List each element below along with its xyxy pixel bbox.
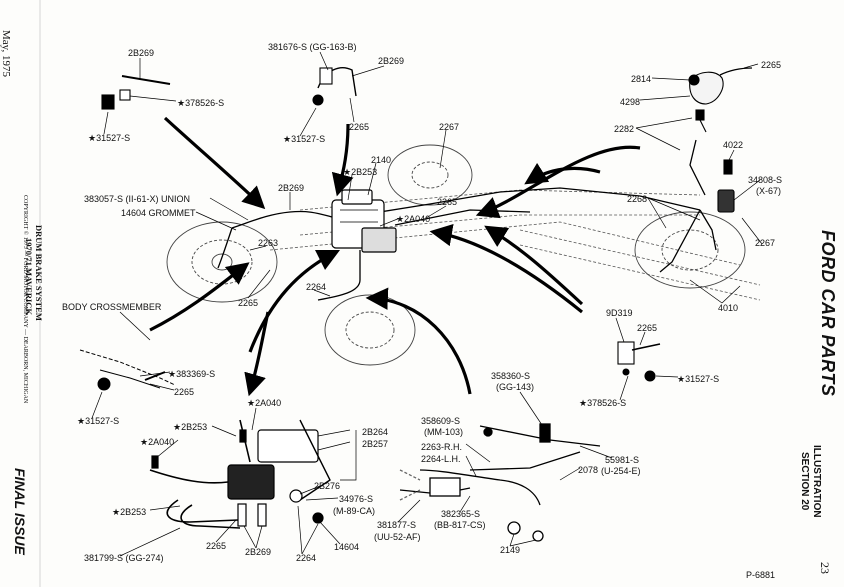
callout-c18: 2B269 (278, 183, 305, 193)
frame-bracket-right (617, 341, 661, 382)
callout-c17: (X-67) (756, 186, 782, 196)
direction-arrows (149, 116, 641, 397)
callout-c42: ★2B253 (173, 422, 208, 432)
callout-c23: ★2A040 (396, 214, 431, 224)
callout-c33: (GG-143) (496, 382, 535, 392)
callout-c25: 2267 (755, 238, 776, 248)
master-cylinder-assembly (331, 189, 397, 253)
callout-c41: ★31527-S (77, 416, 120, 426)
callout-c16: 34808-S (748, 175, 783, 185)
brand-heading: FORD CAR PARTS (818, 230, 838, 397)
catalog-title-line1: DRUM BRAKE SYSTEM (34, 225, 44, 321)
body-crossmember (79, 349, 176, 391)
callout-c57: 382365-S (441, 509, 481, 519)
callout-c56: (UU-52-AF) (374, 532, 421, 542)
callout-c31: 2265 (637, 323, 658, 333)
callout-c36: ★31527-S (677, 374, 720, 384)
illustration-label: ILLUSTRATION (811, 445, 822, 518)
callout-c37: ★378526-S (579, 398, 627, 408)
callout-c28: 4010 (718, 303, 739, 313)
callout-c64: 381799-S (GG-274) (84, 553, 164, 563)
callout-c22: 2265 (437, 197, 458, 207)
callout-c19: 383057-S (II-61-X) UNION (84, 194, 191, 204)
callout-c4: ★378526-S (177, 98, 225, 108)
rear-wheel-cylinder-detail (688, 71, 735, 213)
leader-lines (91, 51, 763, 557)
callout-c43: 2B264 (362, 427, 389, 437)
callout-c21: 2268 (627, 194, 648, 204)
callout-c12: 4022 (723, 140, 744, 150)
callout-c15: 2140 (371, 155, 392, 165)
callout-c35: 2265 (174, 387, 195, 397)
callout-c50: 2078 (578, 465, 599, 475)
callout-c45: ★2A040 (140, 437, 175, 447)
callout-c44: 2263-R.H. (421, 442, 463, 452)
callout-c60: 2B269 (245, 547, 272, 557)
callout-c2: 381676-S (GG-163-B) (268, 42, 357, 52)
callout-c26: 2264 (306, 282, 327, 292)
callout-c27: 2265 (238, 298, 259, 308)
callout-c7: 2265 (349, 122, 370, 132)
figure-number: P-6881 (746, 570, 776, 580)
callout-c20: 14604 GROMMET (121, 208, 196, 218)
page-number: 23 (818, 562, 832, 574)
callout-c62: 14604 (334, 542, 360, 552)
callout-c8: 2814 (631, 74, 652, 84)
callout-c14: ★2B253 (343, 167, 378, 177)
callout-c32: 358360-S (491, 371, 531, 381)
callout-c54: ★2B253 (112, 507, 147, 517)
callout-c10: 4298 (620, 97, 641, 107)
callout-c24: 2263 (258, 238, 279, 248)
callout-c3: 2B269 (378, 56, 405, 66)
section-label: SECTION 20 (799, 452, 810, 511)
callout-c5: ★31527-S (88, 133, 131, 143)
final-issue-stamp: FINAL ISSUE (12, 468, 28, 555)
callout-c1: 2B269 (128, 48, 155, 58)
front-left-wheel (166, 221, 278, 303)
callout-c38: ★2A040 (247, 398, 282, 408)
callout-c29: BODY CROSSMEMBER (62, 302, 162, 312)
callout-c13: 2267 (439, 122, 460, 132)
callout-c46: 2B257 (362, 439, 389, 449)
callout-c63: 2149 (500, 545, 521, 555)
callout-c53: (M-89-CA) (333, 506, 375, 516)
issue-date: May, 1975 (0, 30, 12, 77)
callout-c39: 358609-S (421, 416, 461, 426)
callout-c49: (U-254-E) (601, 466, 641, 476)
callout-c48: 55981-S (605, 455, 640, 465)
callout-c59: 2265 (206, 541, 227, 551)
callout-c9: 2265 (761, 60, 782, 70)
catalog-title-line2: 1970/71 MAVERICK (24, 238, 34, 316)
callout-c6: ★31527-S (283, 134, 326, 144)
callout-c34: ★383369-S (168, 369, 216, 379)
callout-c11: 2282 (614, 124, 635, 134)
distribution-block-exploded (149, 419, 331, 529)
callout-c51: 2B276 (314, 481, 341, 491)
callout-c61: 2264 (296, 553, 317, 563)
rear-wheels (387, 144, 746, 289)
callout-c47: 2264-L.H. (421, 454, 461, 464)
callout-c40: (MM-103) (424, 427, 464, 437)
bracket-fittings-top-left (101, 67, 357, 110)
callout-c52: 34976-S (339, 494, 374, 504)
callout-c58: (BB-817-CS) (434, 520, 486, 530)
callout-c30: 9D319 (606, 308, 633, 318)
callout-c55: 381877-S (377, 520, 417, 530)
